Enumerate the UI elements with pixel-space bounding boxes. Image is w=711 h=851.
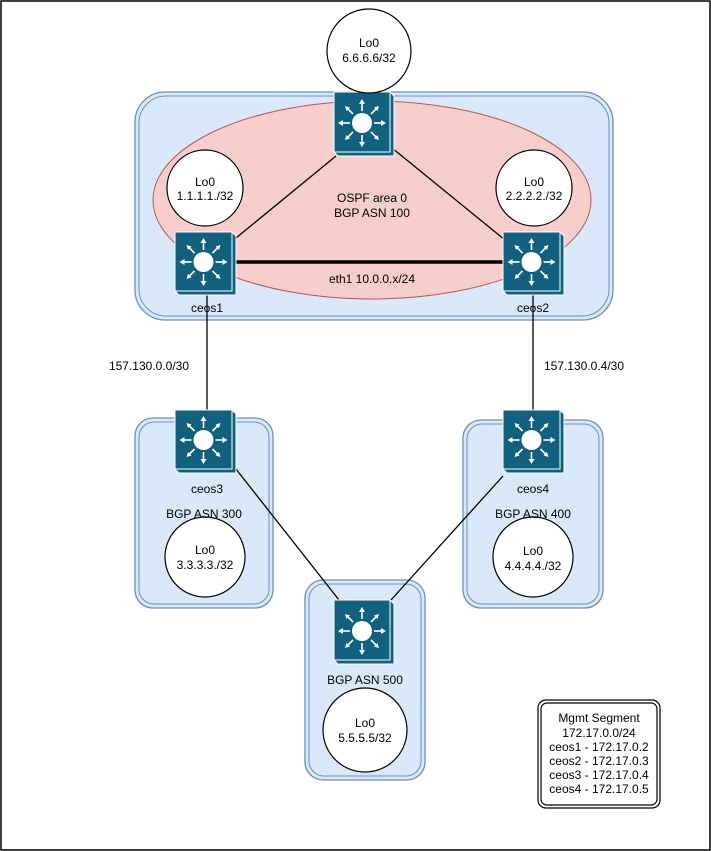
mgmt-subnet: 172.17.0.0/24 — [562, 726, 636, 740]
link-ceos3-ceos5 — [231, 463, 340, 601]
layer3-switch-icon — [178, 237, 229, 287]
mgmt-segment-box: Mgmt Segment 172.17.0.0/24 ceos1 - 172.1… — [537, 699, 661, 809]
loopback-ceos1: Lo0 1.1.1.1./32 — [166, 149, 244, 227]
loopback-ceos1-name: Lo0 — [195, 175, 215, 189]
device-label-ceos2: ceos2 — [517, 301, 549, 315]
layer3-switch-icon — [178, 415, 229, 465]
switch-ceos2[interactable] — [501, 230, 565, 296]
loopback-ceos4: Lo0 4.4.4.4./32 — [492, 516, 574, 598]
loopback-ceos5: Lo0 5.5.5.5/32 — [322, 687, 408, 773]
loopback-ceos5-name: Lo0 — [355, 716, 375, 730]
ospf-area-label: OSPF area 0 — [337, 191, 407, 205]
loopback-ceos2: Lo0 2.2.2.2./32 — [495, 149, 573, 227]
loopback-ceos3-name: Lo0 — [195, 543, 215, 557]
switch-ceos1[interactable] — [173, 230, 237, 296]
eth1-link-label: eth1 10.0.0.x/24 — [329, 272, 415, 286]
links — [206, 147, 534, 601]
loopback-ceos5-addr: 5.5.5.5/32 — [338, 731, 392, 745]
region-ceos5-inner — [308, 583, 422, 777]
link-ceos4-ceos5 — [390, 475, 504, 601]
layer3-switch-icon — [506, 415, 557, 465]
mgmt-entry: ceos1 - 172.17.0.2 — [549, 740, 649, 754]
loopback-ceos4-name: Lo0 — [523, 544, 543, 558]
switch-ceos5[interactable] — [332, 598, 395, 665]
layer3-switch-icon — [337, 606, 387, 656]
ospf-asn-label: BGP ASN 100 — [334, 206, 410, 220]
loopback-top-addr: 6.6.6.6/32 — [342, 51, 396, 65]
ceos1-ceos3-link-label: 157.130.0.0/30 — [109, 359, 189, 373]
layer3-switch-icon — [337, 98, 387, 148]
loopback-ceos2-addr: 2.2.2.2./32 — [506, 189, 563, 203]
ceos2-ceos4-link-label: 157.130.0.4/30 — [544, 359, 624, 373]
layer3-switch-icon — [506, 237, 557, 287]
loopback-ceos4-addr: 4.4.4.4./32 — [505, 559, 562, 573]
link-top-ceos1 — [235, 155, 337, 239]
asn-label-ceos4: BGP ASN 400 — [495, 507, 571, 521]
loopback-ceos3-addr: 3.3.3.3./32 — [177, 558, 234, 572]
switch-top[interactable] — [332, 90, 395, 157]
device-label-ceos3: ceos3 — [191, 482, 223, 496]
loopback-ceos1-addr: 1.1.1.1./32 — [177, 189, 234, 203]
device-label-ceos4: ceos4 — [517, 482, 549, 496]
mgmt-entry: ceos4 - 172.17.0.5 — [549, 782, 649, 796]
mgmt-title: Mgmt Segment — [558, 711, 640, 725]
switch-ceos3[interactable] — [173, 408, 237, 474]
loopback-ceos2-name: Lo0 — [524, 175, 544, 189]
loopback-top: Lo0 6.6.6.6/32 — [326, 8, 412, 94]
device-label-ceos1: ceos1 — [191, 301, 223, 315]
asn-label-ceos3: BGP ASN 300 — [166, 507, 242, 521]
asn-label-ceos5: BGP ASN 500 — [327, 673, 403, 687]
switch-ceos4[interactable] — [501, 408, 565, 474]
link-top-ceos2 — [391, 147, 506, 241]
loopback-ceos3: Lo0 3.3.3.3./32 — [164, 516, 246, 598]
loopback-top-name: Lo0 — [359, 36, 379, 50]
mgmt-entry: ceos3 - 172.17.0.4 — [549, 768, 649, 782]
mgmt-entry: ceos2 - 172.17.0.3 — [549, 754, 649, 768]
